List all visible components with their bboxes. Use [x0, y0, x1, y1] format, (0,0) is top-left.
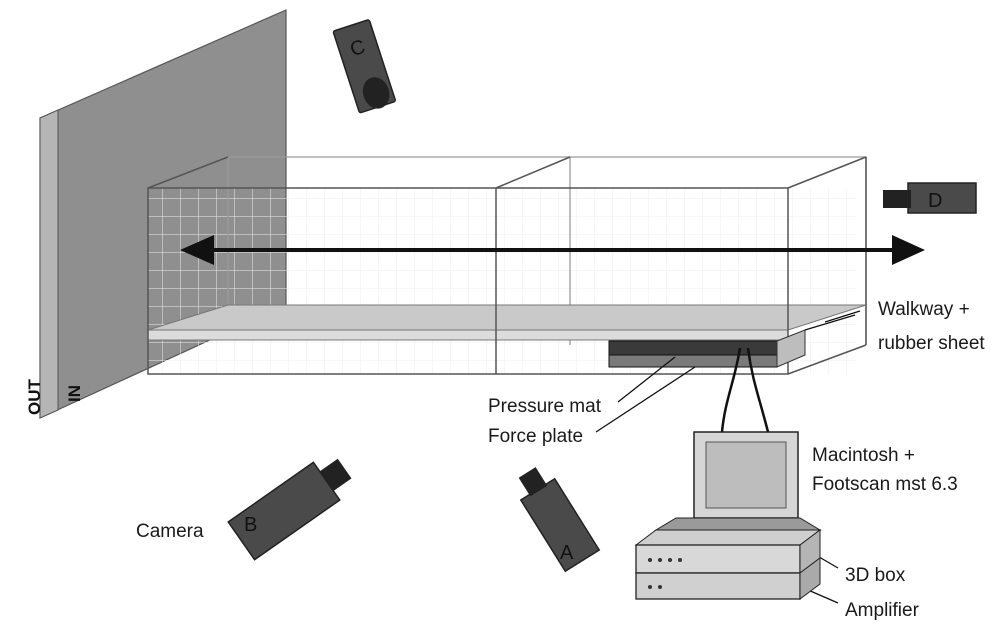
camera-d-label: D	[928, 190, 942, 212]
pressure-mat-label: Pressure mat	[488, 396, 602, 417]
camera-b-label: B	[244, 514, 257, 536]
camera-b: B	[227, 458, 352, 561]
camera-label: Camera	[136, 521, 204, 542]
3d-box	[634, 529, 822, 546]
walkway-floor	[147, 304, 867, 331]
wall-out-label: OUT	[25, 379, 44, 416]
camera-c-label: C	[347, 36, 368, 61]
computer-label-line1: Macintosh +	[812, 445, 915, 466]
camera-a: A	[518, 467, 601, 573]
pressure-mat	[608, 329, 806, 368]
wall-in-label: IN	[65, 385, 84, 402]
walkway-label-line2: rubber sheet	[878, 333, 985, 354]
cables	[720, 347, 770, 433]
camera-c: C	[332, 19, 396, 114]
computer-label-line2: Footscan mst 6.3	[812, 474, 958, 495]
walkway-label-line1: Walkway +	[878, 299, 970, 320]
camera-a-label: A	[560, 542, 574, 564]
3d-box-label: 3D box	[845, 565, 906, 586]
force-plate-label: Force plate	[488, 426, 583, 447]
camera-d: D	[883, 182, 977, 214]
amplifier	[635, 572, 801, 600]
computer	[634, 431, 822, 600]
amplifier-label: Amplifier	[845, 600, 920, 621]
walking-direction-arrow	[180, 235, 925, 265]
